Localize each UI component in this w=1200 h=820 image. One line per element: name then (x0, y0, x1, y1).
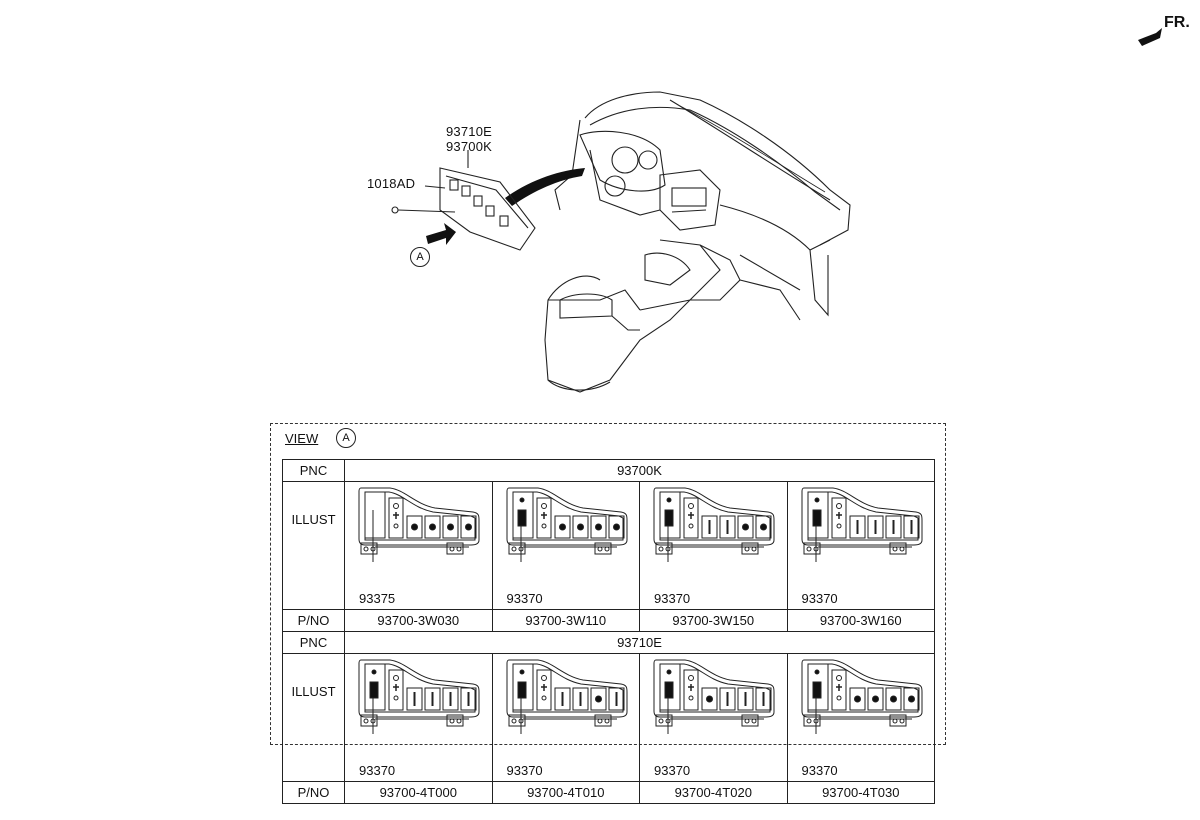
callout-bolt: 1018AD (367, 176, 416, 191)
pno-value: 93700-4T020 (639, 781, 788, 804)
view-label-marker: A (336, 428, 356, 448)
illust-header: ILLUST (282, 653, 345, 782)
pno-value: 93700-4T030 (786, 781, 935, 804)
pnc-row: PNC 93700K (282, 459, 935, 482)
switch-panel-illustration (506, 487, 627, 562)
pnc-header: PNC (282, 459, 345, 482)
view-label: VIEW (285, 431, 319, 446)
illust-header: ILLUST (282, 481, 345, 610)
switch-panel-illustration (358, 487, 480, 562)
pnc-row: PNC 93710E (282, 631, 935, 654)
pnc-value: 93710E (344, 631, 935, 654)
switch-panel-illustration (801, 659, 922, 734)
pnc-value: 93700K (344, 459, 935, 482)
illust-cell: 93370 (786, 653, 935, 782)
switch-panel-illustration (653, 487, 775, 562)
pno-row: P/NO 93700-3W030 93700-3W110 93700-3W150… (282, 609, 935, 632)
parts-table: PNC 93700K ILLUST 93375 93370 93370 9337… (282, 459, 935, 804)
view-marker-circle: A (410, 247, 430, 267)
sub-pnc: 93370 (506, 763, 543, 778)
illust-row: ILLUST 93375 93370 93370 93370 (282, 481, 935, 610)
callout-part-93700k: 93700K (446, 139, 493, 154)
illust-cell: 93370 (639, 481, 788, 610)
front-direction-arrow-icon (1138, 28, 1162, 46)
pno-row: P/NO 93700-4T000 93700-4T010 93700-4T020… (282, 781, 935, 804)
front-direction-label: FR. (1164, 14, 1190, 31)
illust-cell: 93370 (491, 653, 640, 782)
pno-header: P/NO (282, 781, 345, 804)
switch-panel-illustration (653, 659, 775, 734)
sub-pnc: 93370 (359, 763, 396, 778)
sub-pnc: 93370 (654, 591, 691, 606)
illust-cell: 93370 (491, 481, 640, 610)
switch-panel-illustration (801, 487, 922, 562)
illust-row: ILLUST 93370 93370 93370 93370 (282, 653, 935, 782)
dashboard-illustration (391, 91, 851, 393)
switch-panel-illustration (358, 659, 480, 734)
sub-pnc: 93370 (654, 763, 691, 778)
illust-cell: 93375 (344, 481, 493, 610)
sub-pnc: 93370 (506, 591, 543, 606)
pno-value: 93700-3W160 (786, 609, 935, 632)
pno-value: 93700-3W110 (491, 609, 640, 632)
callout-part-93710e: 93710E (446, 124, 493, 139)
illust-cell: 93370 (639, 653, 788, 782)
illust-cell: 93370 (786, 481, 935, 610)
sub-pnc: 93370 (801, 763, 838, 778)
pno-value: 93700-4T010 (491, 781, 640, 804)
switch-panel-illustration (506, 659, 627, 734)
sub-pnc: 93375 (359, 591, 396, 606)
illust-cell: 93370 (344, 653, 493, 782)
pnc-header: PNC (282, 631, 345, 654)
pno-value: 93700-3W030 (344, 609, 493, 632)
sub-pnc: 93370 (801, 591, 838, 606)
pno-value: 93700-4T000 (344, 781, 493, 804)
pno-value: 93700-3W150 (639, 609, 788, 632)
pno-header: P/NO (282, 609, 345, 632)
